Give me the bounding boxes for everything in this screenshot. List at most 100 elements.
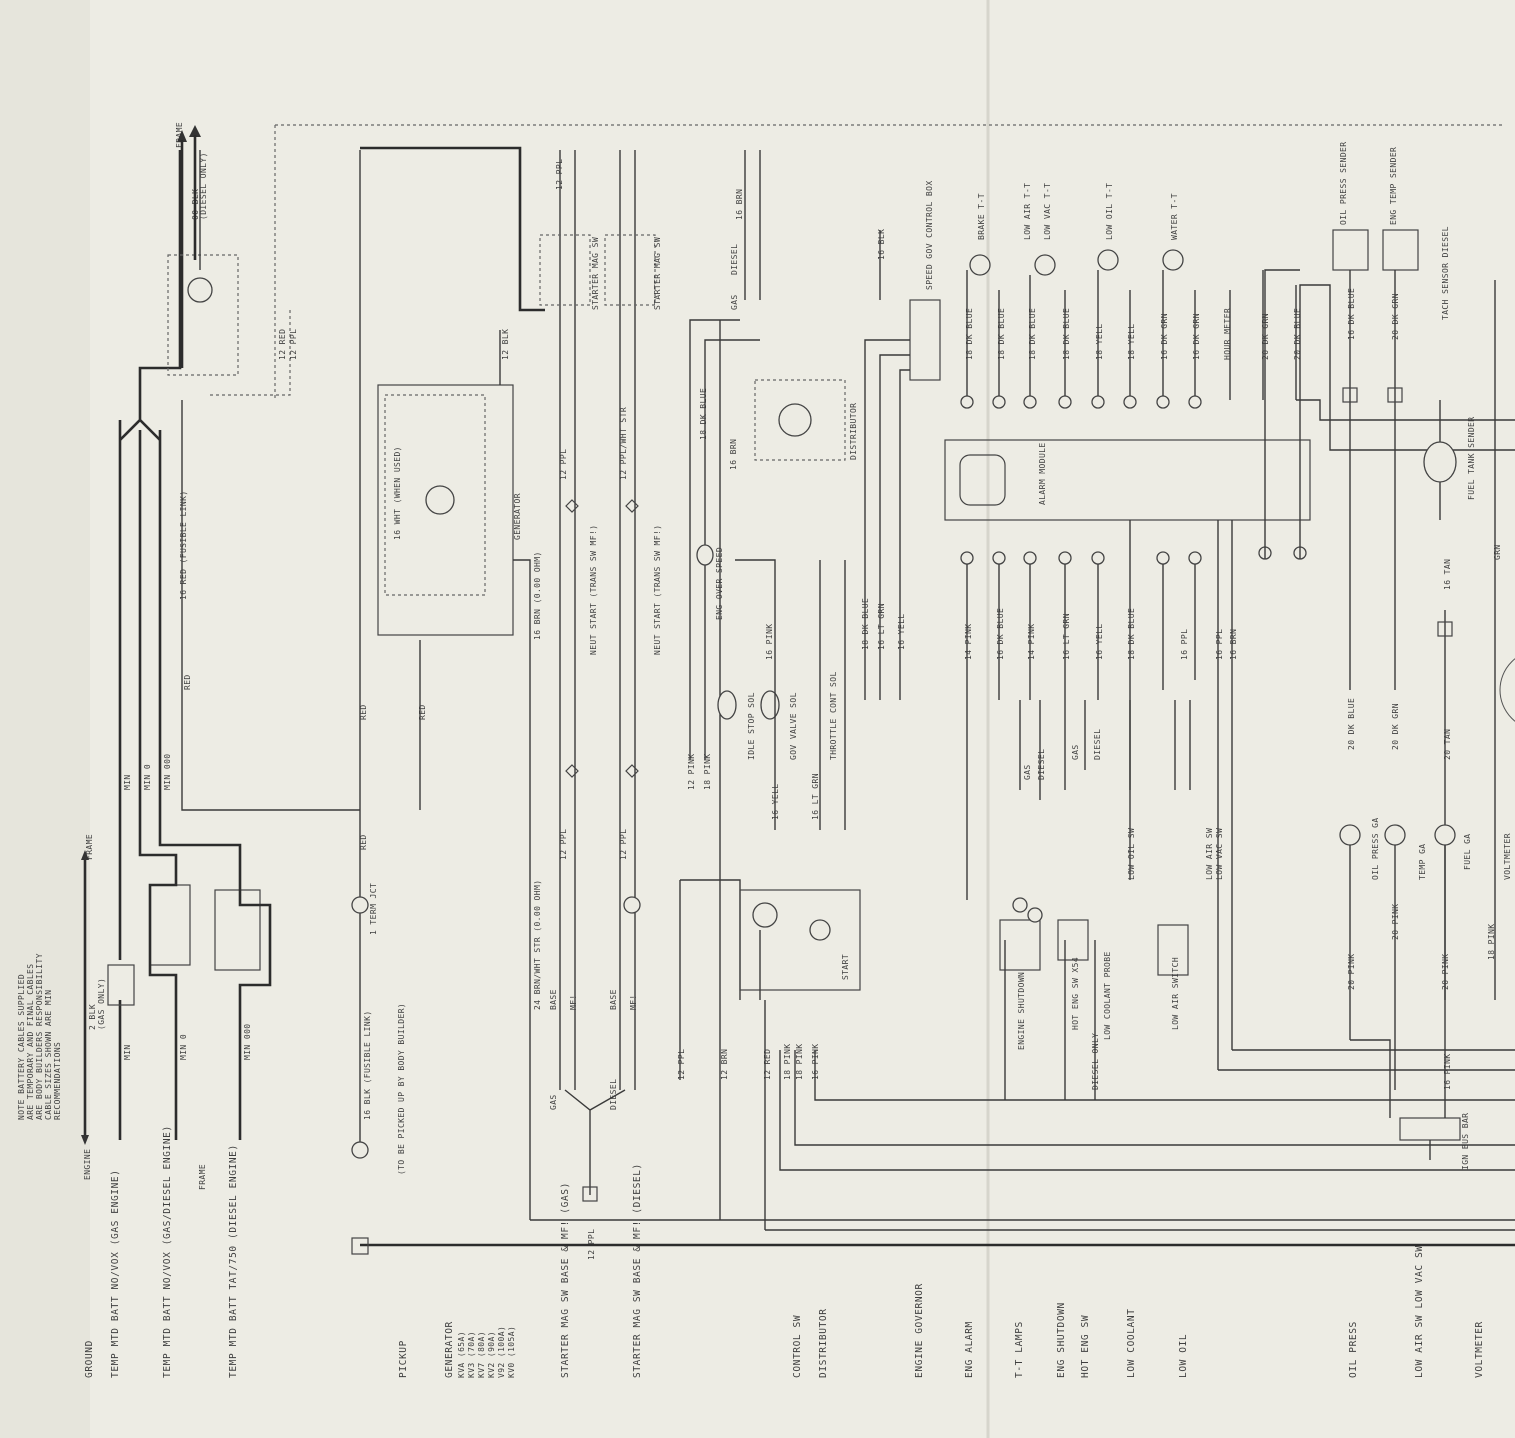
lamp-icon xyxy=(1027,907,1043,923)
row-label-starter-diesel: STARTER MAG SW BASE & MF! (DIESEL) xyxy=(632,1163,643,1378)
wire-label: 16 RED (FUSIBLE LINK) xyxy=(179,490,188,600)
row-label-ground: GROUND xyxy=(84,1340,95,1378)
wire-label: RED xyxy=(183,674,192,690)
pickup-row: 16 BLK (FUSIBLE LINK) 1 TERM JCT RED RED… xyxy=(351,146,545,1175)
cable-label: MIN 000 xyxy=(163,753,172,790)
pin-icon xyxy=(1156,395,1170,409)
arrow-icon xyxy=(177,130,187,142)
control-switch-area: START 12 BRN 12 RED 18 PINK 18 PINK 16 P… xyxy=(360,320,1515,1247)
wire-label: RED xyxy=(359,704,368,720)
component-label: IGN BUS BAR xyxy=(1461,1113,1470,1170)
component-label: STARTER MAG SW xyxy=(653,237,662,310)
component-label: LOW AIR T-T xyxy=(1023,183,1032,240)
wire-label: 16 BRN xyxy=(729,439,738,470)
generator-model: KV7 (80A) xyxy=(477,1331,486,1378)
distributor: DISTRIBUTOR 16 BRN GAS DIESEL xyxy=(730,150,858,461)
fuel-gauge-icon xyxy=(1434,824,1456,846)
wire-label: 16 YELL xyxy=(1095,623,1104,660)
component-label: OIL PRESS GA xyxy=(1371,817,1380,880)
wire-label: 16 PPL xyxy=(1215,629,1224,660)
row-label-low-air-sw: LOW AIR SW LOW VAC SW xyxy=(1414,1245,1425,1378)
component-label: LOW COOLANT PROBE xyxy=(1103,951,1112,1040)
label-base: BASE xyxy=(549,989,558,1010)
wire-label: 16 LT GRN xyxy=(1062,613,1071,660)
wire-label: 18 DK BLUE xyxy=(1062,308,1071,360)
ignition-switch-icon xyxy=(752,902,778,928)
row-label-low-oil: LOW OIL xyxy=(1178,1334,1189,1378)
diamond-connector-icon xyxy=(625,764,639,778)
wire-label: 12 PINK xyxy=(687,753,696,790)
wire-label: RED xyxy=(418,704,427,720)
diamond-connector-icon xyxy=(565,764,579,778)
wire-label: RED xyxy=(359,834,368,850)
wire-label: 14 PINK xyxy=(964,623,973,660)
gauge-cluster-edge xyxy=(1499,658,1515,722)
arrow-icon xyxy=(81,1135,89,1145)
cable-label: MIN 000 xyxy=(243,1023,252,1060)
label-gas: GAS xyxy=(549,1094,558,1110)
wire-label: 16 BLK (FUSIBLE LINK) xyxy=(363,1010,372,1120)
shutdown-switches: ENGINE SHUTDOWN HOT ENG SW X54 LOW COOLA… xyxy=(999,700,1224,1100)
starter-motor-icon xyxy=(187,277,213,303)
frame-label: FRAME xyxy=(175,122,184,148)
component-label: WATER T-T xyxy=(1170,193,1179,240)
wire-label: 18 DK BLUE xyxy=(1127,608,1136,660)
wire-label: 16 DK BLUE xyxy=(996,608,1005,660)
wire-label: 20 PINK xyxy=(1391,903,1400,940)
pin-icon xyxy=(992,395,1006,409)
wire-label: 24 BRN/WHT STR (0.00 OHM) xyxy=(533,880,542,1010)
wire-label: 20 TAN xyxy=(1443,729,1452,760)
note-line: ARE BODY BUILDERS RESPONSIBILITY xyxy=(35,953,44,1120)
wire-label: 12 PPL xyxy=(289,329,298,360)
row-label-engine-governor: ENGINE GOVERNOR xyxy=(914,1283,925,1378)
ignition-switch-icon xyxy=(809,919,831,941)
component-label: IDLE STOP SOL xyxy=(747,692,756,760)
starter-mag-diesel-row: STARTER MAG SW 12 PPL/WHT STR 12 PPL NEU… xyxy=(564,150,686,1260)
speed-governor: SPEED GOV CONTROL BOX 16 BLK 18 DK BLUE … xyxy=(861,180,941,700)
arrow-icon xyxy=(189,125,201,137)
cable-label: MIN xyxy=(123,774,132,790)
arrow-icon xyxy=(81,850,89,860)
terminal-icon xyxy=(623,896,641,914)
pin-icon xyxy=(1123,395,1137,409)
label-diesel: DIESEL xyxy=(1093,729,1102,760)
wire-label: 18 DK BLUE xyxy=(965,308,974,360)
wire-label: 1 TERM JCT xyxy=(369,883,378,935)
pin-icon xyxy=(960,395,974,409)
starter-mag-gas-row: STARTER MAG SW 12 PPL 12 PPL 12 PPL NEUT… xyxy=(539,150,600,1110)
component-label: TEMP GA xyxy=(1418,843,1427,880)
label-mf: MF! xyxy=(629,994,638,1010)
wire-label: 16 BLK xyxy=(877,229,886,260)
cable-label: MIN xyxy=(123,1044,132,1060)
diamond-connector-icon xyxy=(625,499,639,513)
solenoid-icon xyxy=(696,544,714,566)
lamp-icon xyxy=(1034,254,1056,276)
component-label: SPEED GOV CONTROL BOX xyxy=(925,180,934,290)
wire-label: 16 YELL xyxy=(897,613,906,650)
wire-label: 14 PINK xyxy=(1027,623,1036,660)
pin-icon xyxy=(1156,551,1170,565)
row-labels: GROUND TEMP MTD BATT NO/VOX (GAS ENGINE)… xyxy=(84,1125,1485,1378)
component-label: FUEL GA xyxy=(1463,833,1472,870)
label-diesel: DIESEL xyxy=(1037,749,1046,780)
ground-wire-label: 2 BLK xyxy=(88,1004,97,1030)
wire-label: 16 PPL xyxy=(1180,629,1189,660)
wire-label: GRN xyxy=(1493,544,1502,560)
wire-label: 16 BRN xyxy=(735,189,744,220)
label-gas: GAS xyxy=(730,294,739,310)
label-gas: GAS xyxy=(1023,764,1032,780)
wire-label: 16 BRN (0.00 OHM) xyxy=(533,551,542,640)
wire-label: 18 DK BLUE xyxy=(861,598,870,650)
component-label: THROTTLE CONT SOL xyxy=(829,671,838,760)
wire-label: 16 DK GRN xyxy=(1192,313,1201,360)
generator-model: KV2 (90A) xyxy=(487,1331,496,1378)
temp-gauge-icon xyxy=(1384,824,1406,846)
note-line: NOTE BATTERY CABLES SUPPLIED xyxy=(17,974,26,1120)
battery-cables: MIN MIN 0 MIN 000 MIN MIN 0 MIN 000 xyxy=(107,130,272,1140)
generator-model: KVA (65A) xyxy=(457,1331,466,1378)
generator-models: KVA (65A) KV3 (70A) KV7 (80A) KV2 (90A) … xyxy=(457,1326,516,1378)
wire-label: 18 DK BLUE xyxy=(1028,308,1037,360)
distributor-icon xyxy=(778,403,812,437)
starter-mag-sw-gas-box xyxy=(539,234,591,306)
